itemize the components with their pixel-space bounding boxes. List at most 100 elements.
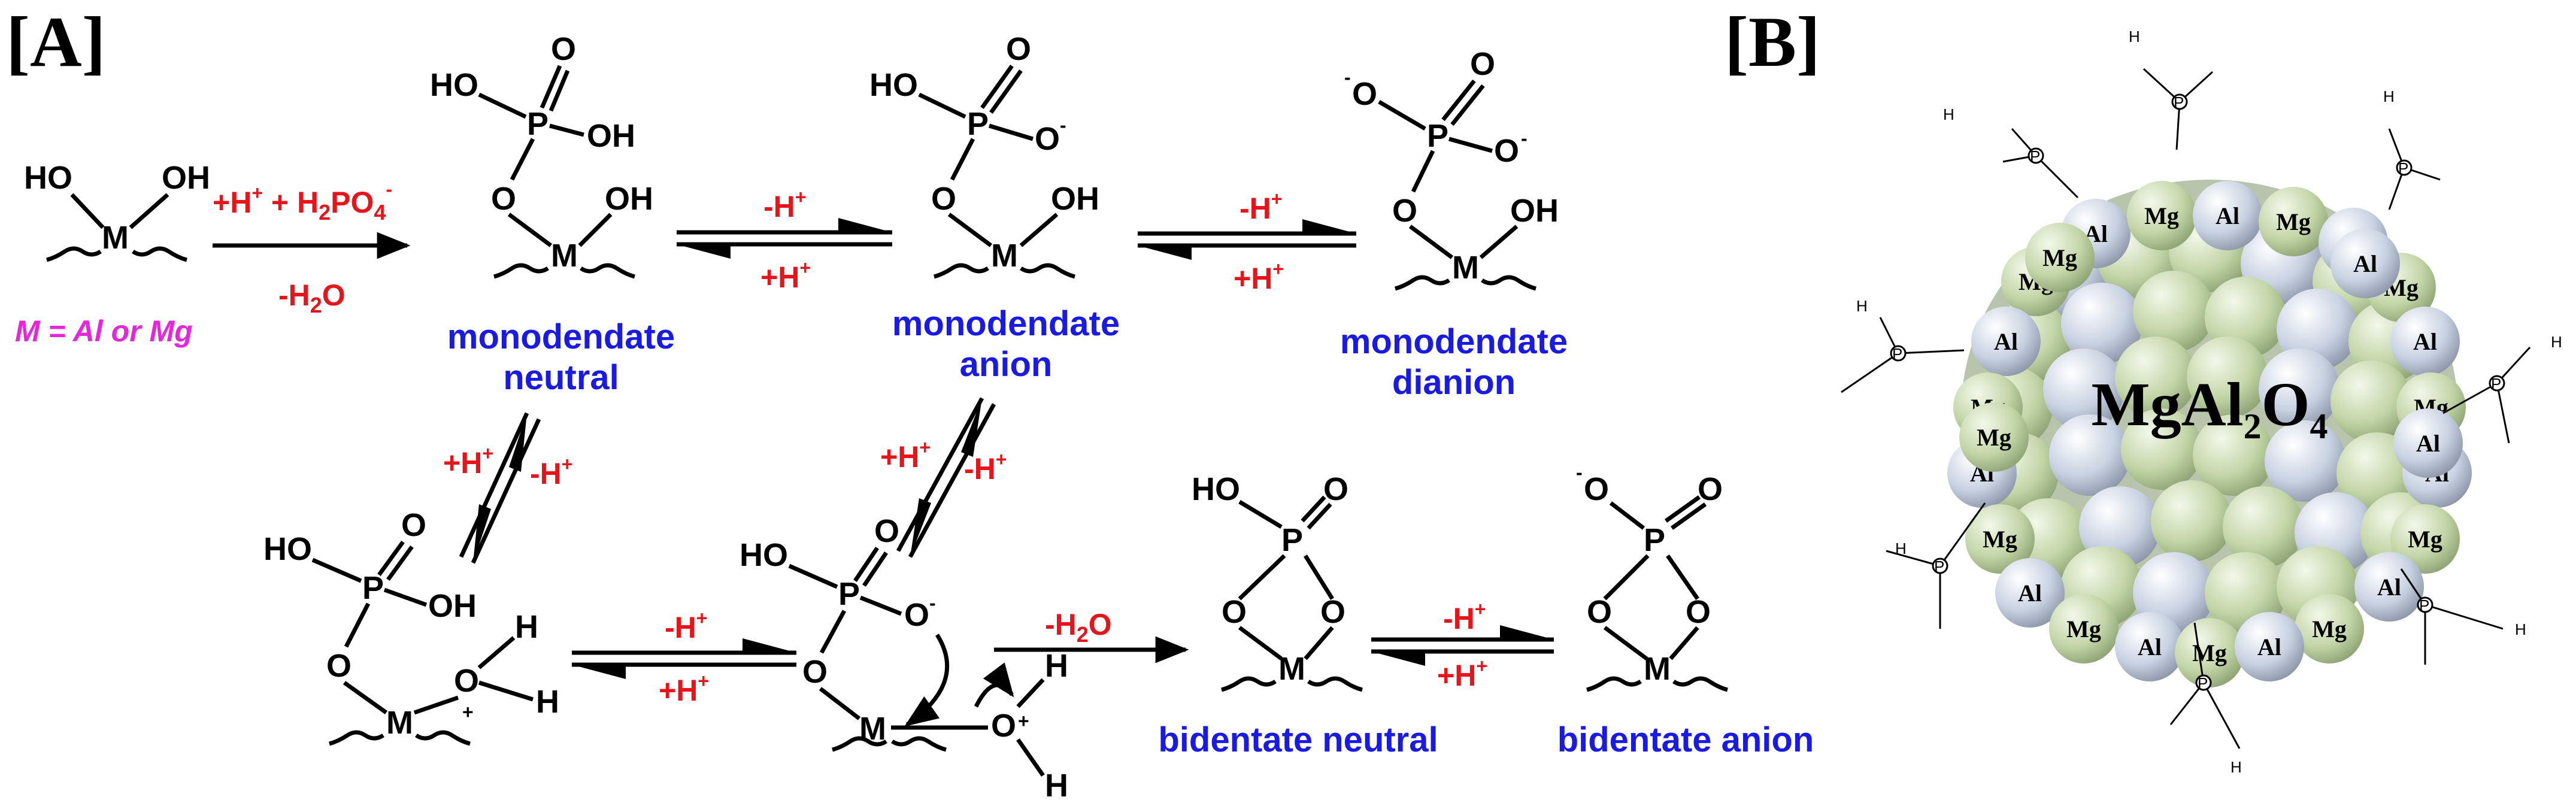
svg-text:OH: OH	[428, 588, 477, 624]
svg-text:P: P	[2398, 159, 2408, 177]
bulk-atom	[2043, 349, 2125, 430]
svg-text:O: O	[1470, 46, 1495, 82]
metal-note: M = Al or Mg	[15, 314, 193, 348]
svg-text:H: H	[2515, 620, 2526, 638]
svg-text:-: -	[929, 592, 936, 614]
label-monodentate-anion-1: monodendate	[892, 304, 1120, 343]
surface-atom-label: Al	[1994, 328, 2018, 355]
bulk-atom	[2151, 480, 2232, 562]
svg-text:M: M	[1452, 250, 1479, 286]
svg-text:P: P	[1892, 345, 1902, 363]
svg-text:O: O	[1006, 31, 1031, 67]
svg-text:HO: HO	[24, 160, 72, 196]
equilibrium-arrow-5	[572, 638, 796, 679]
svg-text:P: P	[2198, 674, 2208, 692]
panel-label-a: [A]	[6, 2, 106, 81]
intermediate-structure: HO O P O - O M O + H H	[740, 513, 1068, 804]
svg-text:P: P	[2174, 93, 2184, 111]
surface-atom-al	[2354, 552, 2424, 622]
svg-text:HO: HO	[263, 531, 312, 567]
svg-text:H: H	[1045, 648, 1068, 684]
svg-text:O: O	[1587, 594, 1612, 630]
label-monodentate-anion-2: anion	[960, 345, 1053, 384]
surface-atom-label: Al	[2216, 202, 2239, 229]
svg-text:O: O	[874, 513, 899, 549]
svg-text:O: O	[551, 31, 576, 67]
equilibrium-arrow-3	[459, 412, 541, 564]
svg-text:H: H	[1895, 540, 1907, 557]
bulk-atom	[2121, 408, 2202, 490]
svg-text:+: +	[1018, 710, 1029, 732]
svg-text:P: P	[1427, 118, 1448, 154]
minus-h-4: -H+	[964, 449, 1007, 486]
svg-text:P: P	[2491, 375, 2501, 393]
bulk-atom	[2115, 337, 2196, 418]
svg-text:P: P	[967, 106, 989, 142]
svg-text:-: -	[1521, 128, 1528, 149]
svg-text:O: O	[454, 663, 479, 699]
surface-atom-label: Al	[2018, 580, 2042, 607]
plus-h-2: +H+	[1234, 258, 1284, 295]
svg-text:O: O	[1320, 594, 1345, 630]
svg-text:H: H	[536, 684, 559, 720]
bulk-atom	[2133, 271, 2214, 352]
protonated-monodentate-structure: HO O P OH O O + H H M	[263, 507, 559, 746]
svg-text:O: O	[1035, 121, 1060, 157]
svg-text:HO: HO	[869, 67, 918, 103]
surface-atom-mg	[1959, 402, 2029, 472]
surface-atom-mg	[2127, 181, 2196, 250]
svg-text:OH: OH	[1510, 193, 1559, 229]
svg-text:HO: HO	[430, 67, 478, 103]
minus-h-1: -H+	[763, 186, 806, 223]
surface-atom-mg	[2049, 594, 2119, 663]
surface-atom-label: Mg	[2276, 208, 2311, 235]
surface-atom-al	[2115, 612, 2184, 681]
label-bidentate-anion: bidentate anion	[1557, 720, 1814, 759]
svg-text:+: +	[462, 701, 474, 723]
label-monodentate-dianion-2: dianion	[1392, 363, 1516, 402]
surface-atom-mg	[2295, 594, 2364, 663]
bidentate-anion-structure: - O O P O O M	[1576, 462, 1728, 692]
svg-text:P: P	[362, 570, 384, 606]
minus-h-6: -H+	[1443, 598, 1486, 635]
svg-text:O: O	[1584, 471, 1609, 507]
panel-label-b: [B]	[1725, 2, 1820, 81]
plus-h-3: +H+	[443, 443, 493, 480]
mgal2o4-nanoparticle: AlMgAlMgAlMgMgAlAlMgMgAlAlMgMgAlAlMgMgAl…	[1947, 180, 2472, 687]
svg-text:H: H	[1045, 768, 1068, 804]
svg-text:OH: OH	[162, 160, 210, 196]
svg-text:O: O	[991, 708, 1016, 744]
bulk-atom	[2330, 360, 2412, 442]
plus-h-6: +H+	[1437, 655, 1487, 692]
label-monodentate-neutral-2: neutral	[503, 358, 619, 397]
svg-text:P: P	[1281, 522, 1303, 558]
svg-text:P: P	[2419, 596, 2429, 614]
svg-text:O: O	[931, 181, 956, 217]
surface-atom-al	[2193, 181, 2262, 250]
svg-text:OH: OH	[605, 181, 653, 217]
equilibrium-arrow-2	[1138, 219, 1356, 260]
svg-text:P: P	[1644, 522, 1665, 558]
surface-atom-label: Al	[2257, 634, 2281, 660]
bidentate-neutral-structure: HO O P O O M	[1192, 471, 1363, 692]
plus-h-4: +H+	[880, 437, 931, 474]
svg-text:P: P	[2030, 147, 2040, 165]
bulk-atom	[2049, 414, 2130, 496]
svg-text:O: O	[904, 597, 929, 633]
minus-h-3: -H+	[530, 453, 572, 490]
svg-text:M: M	[1278, 651, 1305, 687]
svg-text:O: O	[1222, 594, 1247, 630]
minus-h-2: -H+	[1239, 188, 1282, 225]
svg-text:O: O	[326, 648, 351, 684]
svg-text:O: O	[401, 507, 426, 543]
phosphate-atoms	[1890, 93, 2505, 691]
bulk-atom	[2061, 283, 2142, 364]
reagent-water-loss-2: -H2O	[1045, 608, 1112, 647]
monodentate-anion-structure: HO O P O - O OH M	[869, 31, 1099, 279]
bulk-atom	[2193, 414, 2274, 496]
svg-text:HO: HO	[740, 537, 788, 573]
label-monodentate-dianion-1: monodendate	[1340, 322, 1568, 361]
svg-text:M: M	[386, 705, 413, 741]
svg-text:M: M	[102, 220, 129, 256]
